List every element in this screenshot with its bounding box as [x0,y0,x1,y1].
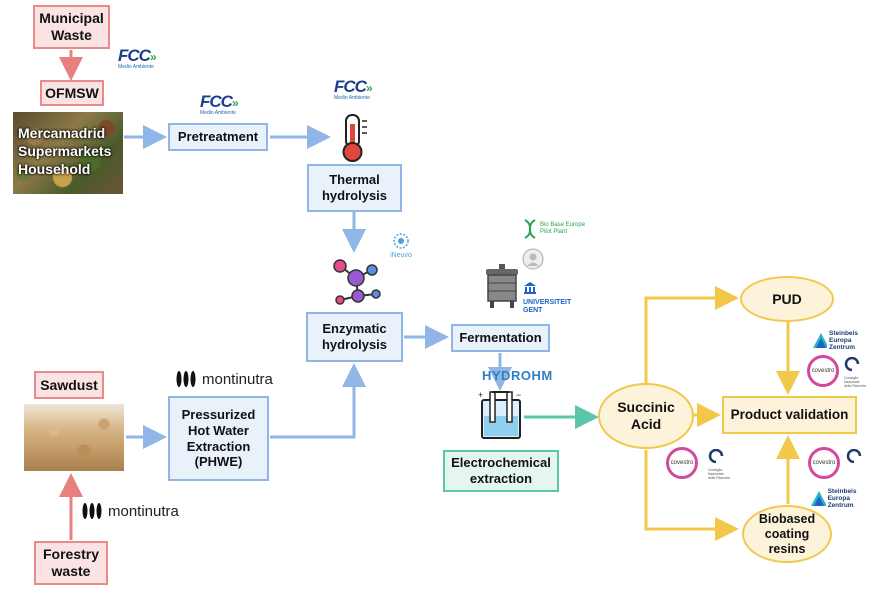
node-succinic-acid: Succinic Acid [598,383,694,449]
cnr-mark-icon [844,356,860,372]
node-ofmsw: OFMSW [40,80,104,106]
thermometer-icon [342,114,367,162]
ugent-logo-text: UNIVERSITEIT GENT [523,299,572,314]
fcc-logo-2: FCC» Medio Ambiente [200,92,239,116]
node-biobased-coating-resins: Biobased coating resins [742,505,832,563]
montinutra-mark-icon [176,371,196,387]
svg-text:−: − [516,390,521,400]
montinutra-logo-2: montinutra [82,502,179,520]
node-fermentation: Fermentation [451,324,550,352]
covestro-logo-text: covestro [811,368,835,374]
node-forestry-waste: Forestry waste [34,541,108,585]
cnr-logo-1: Consiglio Nazionale delle Ricerche [844,356,870,388]
steinbeis-mark-icon [811,490,826,506]
cnr-logo-3 [846,448,870,468]
covestro-logo-3: covestro [808,447,840,479]
fcc-logo-text: FCC [200,92,233,111]
covestro-logo-text: covestro [812,460,836,466]
hydrohm-logo: HYDROHM [482,368,553,383]
bioreactor-tank-icon [486,264,518,308]
montinutra-mark-icon [82,503,102,519]
node-enzymatic-hydrolysis: Enzymatic hydrolysis [306,312,403,362]
electrochemical-reactor-icon: + − [478,390,521,439]
ineuvo-mark-icon [393,233,409,249]
steinbeis-logo-text: Steinbeis Europa Zentrum [829,330,858,351]
svg-text:+: + [478,390,483,400]
node-phwe: Pressurized Hot Water Extraction (PHWE) [168,396,269,481]
fcc-logo-3: FCC» Medio Ambiente [334,77,373,101]
fcc-logo-sub: Medio Ambiente [200,110,236,116]
ineuvo-logo: iNeuvo [386,233,416,259]
ineuvo-logo-text: iNeuvo [390,252,412,259]
node-sawdust: Sawdust [34,371,104,399]
node-electrochemical-extraction: Electrochemical extraction [443,450,559,492]
covestro-logo-text: covestro [670,460,694,466]
arrow-succinic-to-resins [644,450,739,541]
dna-helix-icon [524,219,536,239]
steinbeis-logo-1: Steinbeis Europa Zentrum [812,330,871,351]
arrow-succinic-to-pud [644,286,739,384]
sawdust-photo [24,404,124,471]
fcc-logo-text: FCC [334,77,367,96]
arrow-phwe-to-enzymatic [270,363,366,439]
fcc-logo-text: FCC [118,46,151,65]
ugent-logo: UNIVERSITEIT GENT [523,281,571,315]
cnr-logo-text: Consiglio Nazionale delle Ricerche [844,376,867,388]
cnr-logo-text: Consiglio Nazionale delle Ricerche [708,468,731,480]
steinbeis-logo-2: Steinbeis Europa Zentrum [810,488,871,509]
montinutra-logo-text: montinutra [202,370,273,388]
covestro-logo-1: covestro [807,355,839,387]
agricultural-university-seal [522,248,544,270]
fcc-logo-1: FCC» Medio Ambiente [118,46,157,70]
cnr-logo-2: Consiglio Nazionale delle Ricerche [708,448,738,480]
fcc-logo-sub: Medio Ambiente [118,64,154,70]
steinbeis-mark-icon [813,332,828,348]
node-municipal-waste: Municipal Waste [33,5,110,49]
node-thermal-hydrolysis: Thermal hydrolysis [307,164,402,212]
bio-base-europe-logo: Bio Base Europe Pilot Plant [522,218,585,240]
cnr-mark-icon [846,448,862,464]
fcc-logo-sub: Medio Ambiente [334,95,370,101]
node-product-validation: Product validation [722,396,857,434]
node-pretreatment: Pretreatment [168,123,268,151]
covestro-logo-2: covestro [666,447,698,479]
cnr-mark-icon [708,448,724,464]
steinbeis-logo-text: Steinbeis Europa Zentrum [827,488,857,509]
waste-sources-photo: Mercamadrid Supermarkets Household [13,112,123,194]
bio-base-europe-text: Bio Base Europe Pilot Plant [540,222,586,235]
montinutra-logo-text: montinutra [108,502,179,520]
waste-sources-label: Mercamadrid Supermarkets Household [18,125,112,177]
node-pud: PUD [740,276,834,322]
montinutra-logo-1: montinutra [176,370,273,388]
enzyme-molecule-icon [333,259,381,305]
ugent-building-icon [524,282,536,294]
